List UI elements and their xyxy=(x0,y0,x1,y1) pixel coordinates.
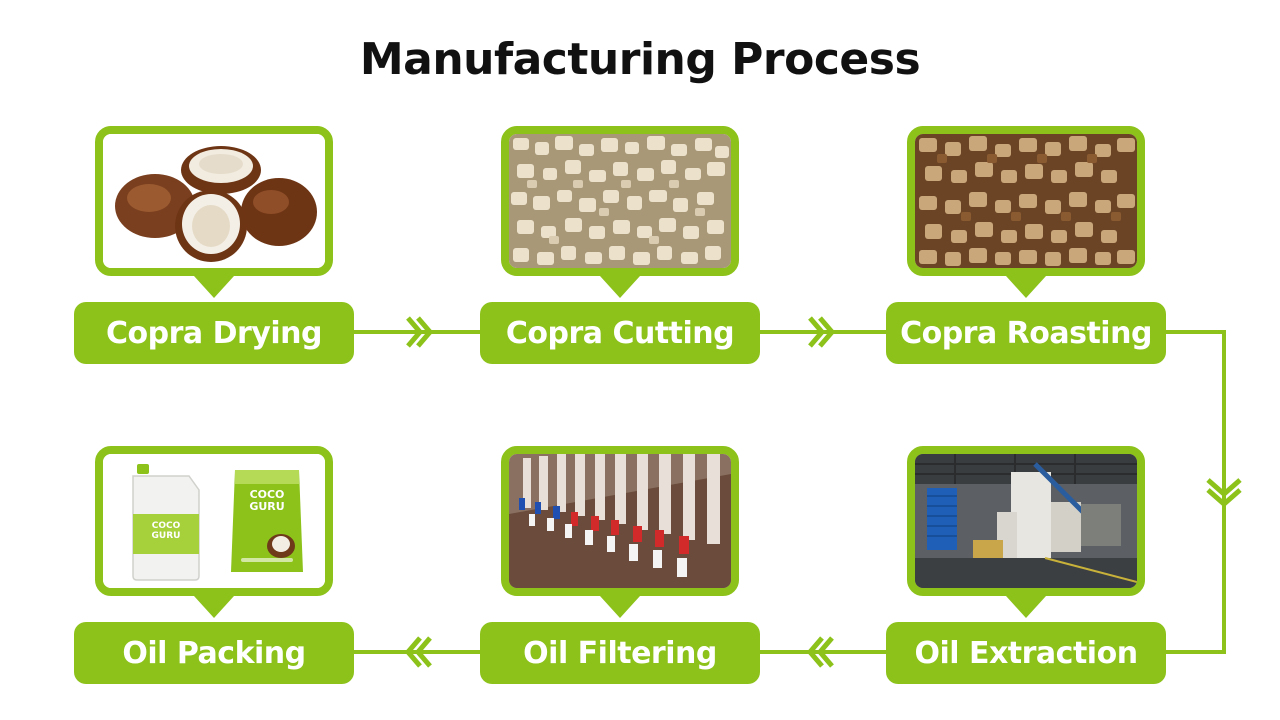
filter-press-photo xyxy=(509,454,731,588)
pouch-brand-line1: COCO xyxy=(250,488,285,501)
down-chevron-icon xyxy=(1206,478,1242,508)
oil-expeller-machine-photo xyxy=(915,454,1137,588)
page-title: Manufacturing Process xyxy=(359,34,921,85)
step-pointer xyxy=(1006,596,1046,618)
packed-oil-products-photo: COCO GURU COCO GURU xyxy=(103,454,325,588)
step-copra-drying: Copra Drying xyxy=(74,302,354,364)
left-chevron-icon xyxy=(806,636,834,668)
oil-packing-photo-frame: COCO GURU COCO GURU xyxy=(95,446,333,596)
pouch-brand-line2: GURU xyxy=(249,500,284,513)
step-pointer xyxy=(1006,276,1046,298)
dried-coconut-halves-photo xyxy=(103,134,325,268)
roasted-copra-photo xyxy=(915,134,1137,268)
step-pointer xyxy=(194,596,234,618)
step-copra-roasting: Copra Roasting xyxy=(886,302,1166,364)
step-pointer xyxy=(600,596,640,618)
step-oil-filtering: Oil Filtering xyxy=(480,622,760,684)
jerrycan-brand-line2: GURU xyxy=(152,531,181,541)
oil-extraction-photo-frame xyxy=(907,446,1145,596)
step-pointer xyxy=(600,276,640,298)
oil-jerrycan: COCO GURU xyxy=(132,464,200,581)
step-pointer xyxy=(194,276,234,298)
left-chevron-icon xyxy=(404,636,432,668)
right-chevron-icon xyxy=(406,316,434,348)
oil-pouch: COCO GURU xyxy=(231,470,303,572)
step-oil-extraction: Oil Extraction xyxy=(886,622,1166,684)
step-copra-cutting: Copra Cutting xyxy=(480,302,760,364)
copra-roasting-photo-frame xyxy=(907,126,1145,276)
right-chevron-icon xyxy=(808,316,836,348)
cut-copra-pieces-photo xyxy=(509,134,731,268)
copra-drying-photo-frame xyxy=(95,126,333,276)
oil-filtering-photo-frame xyxy=(501,446,739,596)
step-oil-packing: Oil Packing xyxy=(74,622,354,684)
copra-cutting-photo-frame xyxy=(501,126,739,276)
jerrycan-brand-line1: COCO xyxy=(152,521,181,531)
